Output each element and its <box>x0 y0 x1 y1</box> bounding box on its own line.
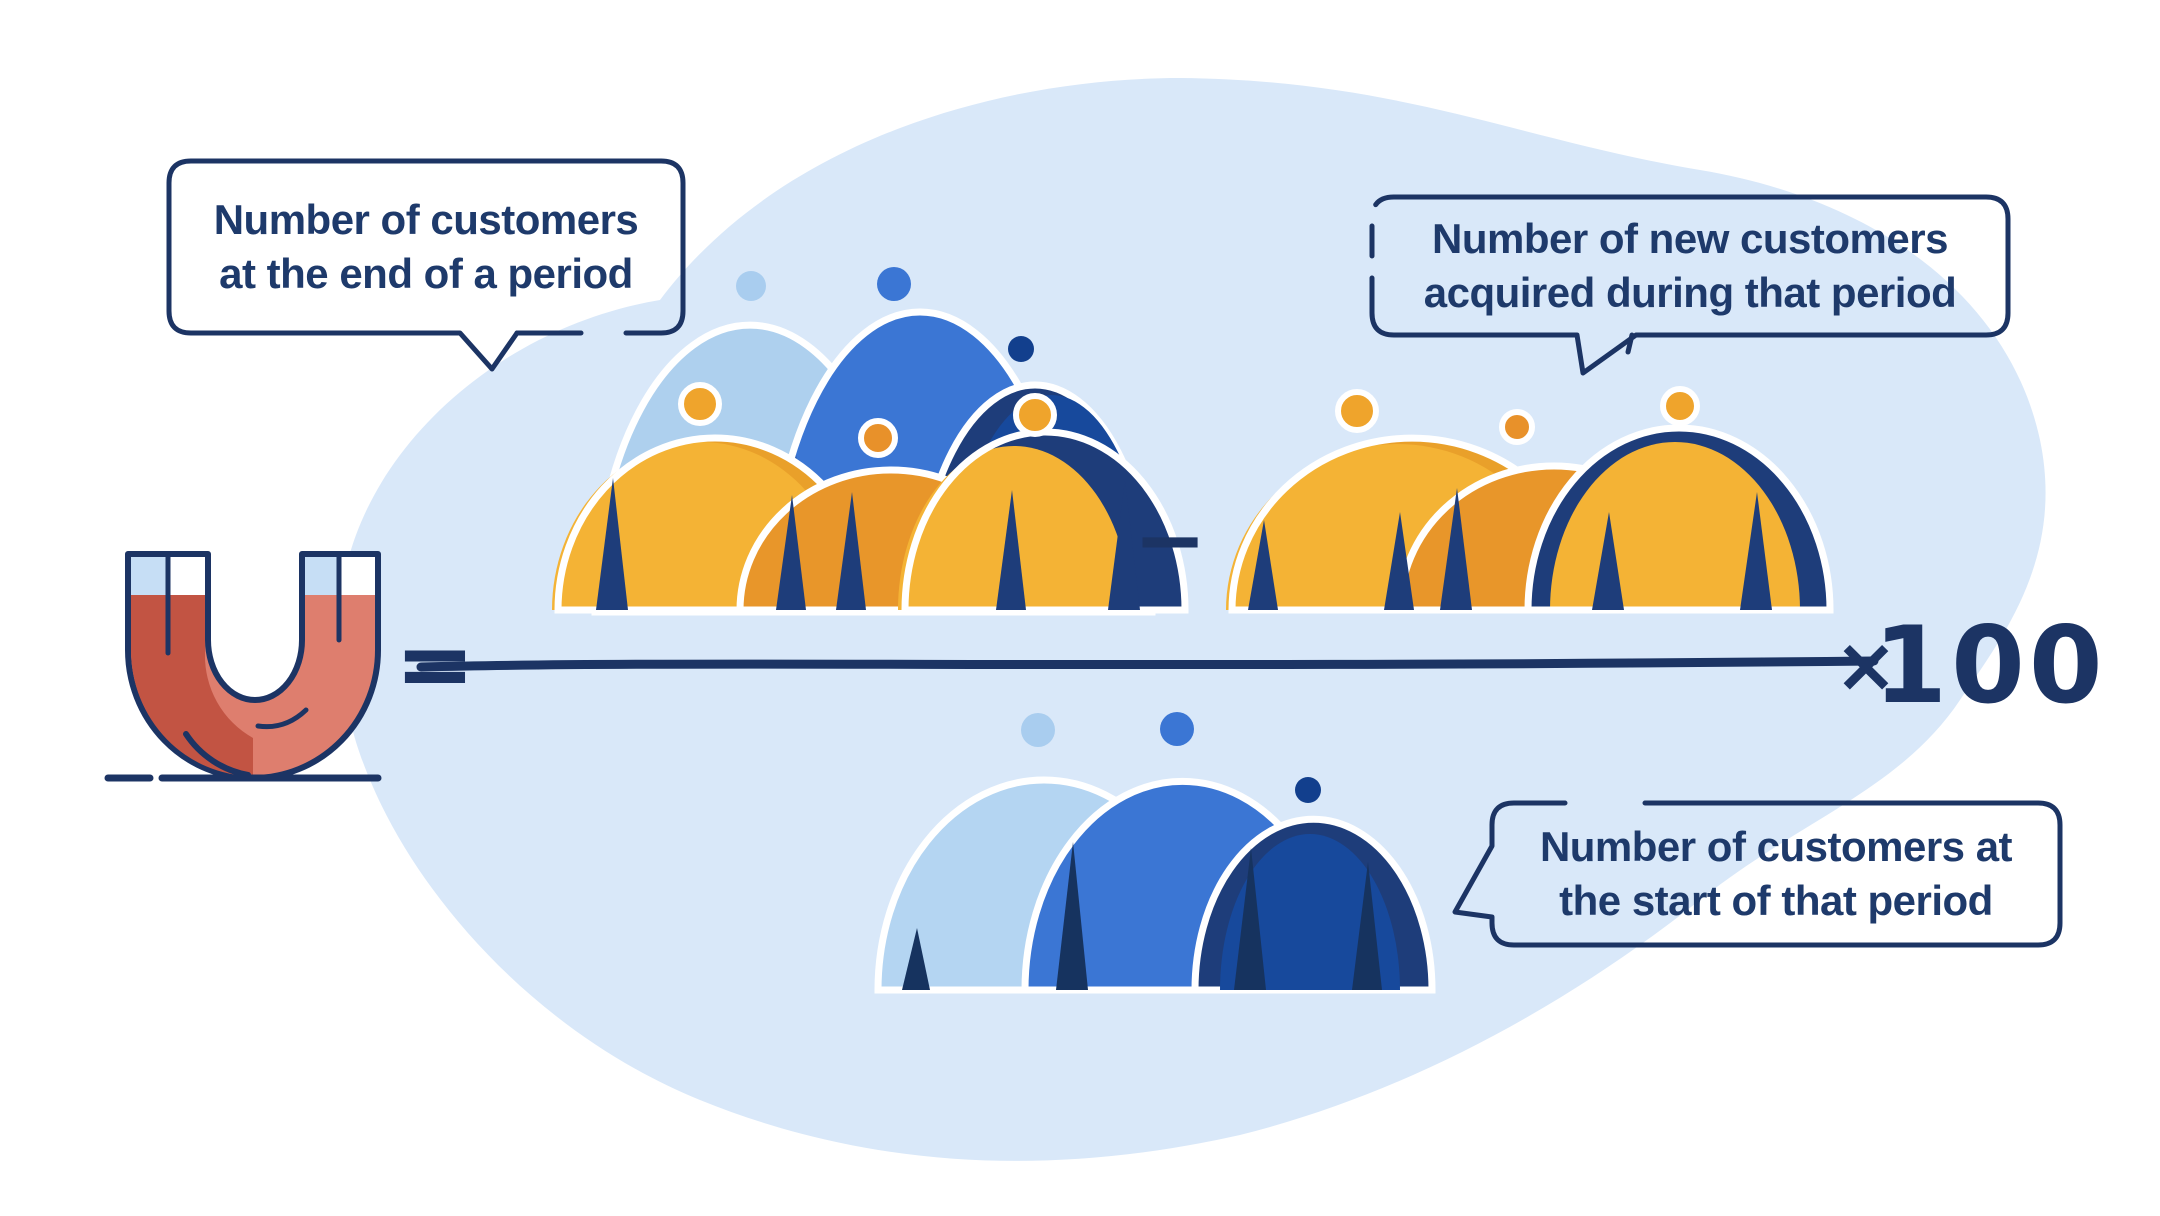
magnet-tip-white-right <box>339 557 375 595</box>
head-blue <box>877 267 911 301</box>
callout-end-outline <box>166 158 686 372</box>
callout-start-outline <box>1452 800 2063 948</box>
arm-shadow <box>1056 842 1088 990</box>
arm-shadow <box>836 492 866 610</box>
magnet-detail-arc2 <box>255 707 309 730</box>
head-yellow2 <box>1660 386 1700 426</box>
arm-shadow <box>1384 512 1414 610</box>
head-lightblue <box>736 271 766 301</box>
head-yellow <box>678 382 722 426</box>
head-darkblue <box>1295 777 1321 803</box>
callout-outlines <box>166 158 2063 948</box>
callout-end-line2: at the end of a period <box>219 250 633 297</box>
callout-new-customers: Number of new customers acquired during … <box>1372 197 2008 335</box>
callout-new-outline <box>1369 194 2011 376</box>
callout-end-of-period: Number of customers at the end of a peri… <box>169 161 683 333</box>
arm-shadow <box>1740 492 1772 610</box>
callout-start-line1: Number of customers at <box>1539 823 2013 870</box>
arm-shadow <box>1592 512 1624 610</box>
callout-start-line2: the start of that period <box>1559 877 1993 924</box>
group-customers-end <box>552 267 1189 616</box>
arm-shadow <box>776 495 806 610</box>
magnet-tip-blue-left <box>131 557 168 595</box>
arm-shadow <box>996 490 1026 610</box>
head-lightblue <box>1021 713 1055 747</box>
arm-shadow <box>1108 480 1140 610</box>
arm-shadow <box>596 478 628 610</box>
person-darkblue <box>1220 834 1400 990</box>
head-darkblue <box>1008 336 1034 362</box>
callout-new-line1: Number of new customers <box>1432 215 1948 262</box>
arm-shadow <box>1248 520 1278 610</box>
magnet-detail-arc <box>183 731 251 778</box>
group-customers-start <box>874 712 1436 994</box>
callout-end-line1: Number of customers <box>213 196 639 243</box>
magnet-tip-white-left <box>168 557 205 595</box>
magnet-dark-bend <box>131 620 253 776</box>
magnet-tip-blue-right <box>305 557 339 595</box>
magnet-icon <box>104 551 382 782</box>
head-yellow <box>1335 389 1379 433</box>
arm-shadow <box>902 928 930 990</box>
callout-new-line2: acquired during that period <box>1423 269 1957 316</box>
head-yellow2 <box>1013 393 1057 437</box>
person-front-yellow2-outline <box>901 428 1189 614</box>
callout-new-tail-tick <box>1625 332 1635 355</box>
group-new-customers <box>1226 386 1834 614</box>
head-orange <box>858 418 898 458</box>
head-blue <box>1160 712 1194 746</box>
callout-start-of-period: Number of customers at the start of that… <box>1492 803 2060 945</box>
equals-sign: = <box>394 608 476 720</box>
arm-shadow <box>1440 488 1472 610</box>
multiplier-100: 100 <box>1873 604 2107 727</box>
minus-sign: − <box>1133 488 1207 591</box>
head-orange <box>1499 409 1535 445</box>
arm-shadow <box>1234 848 1266 990</box>
arm-shadow <box>1352 862 1382 990</box>
fraction-line <box>416 656 1879 672</box>
multiply-sign: × <box>1834 620 1898 709</box>
person-yellow2-outline <box>1524 424 1834 614</box>
callout-new-outline-dashed-left <box>1369 194 1397 311</box>
